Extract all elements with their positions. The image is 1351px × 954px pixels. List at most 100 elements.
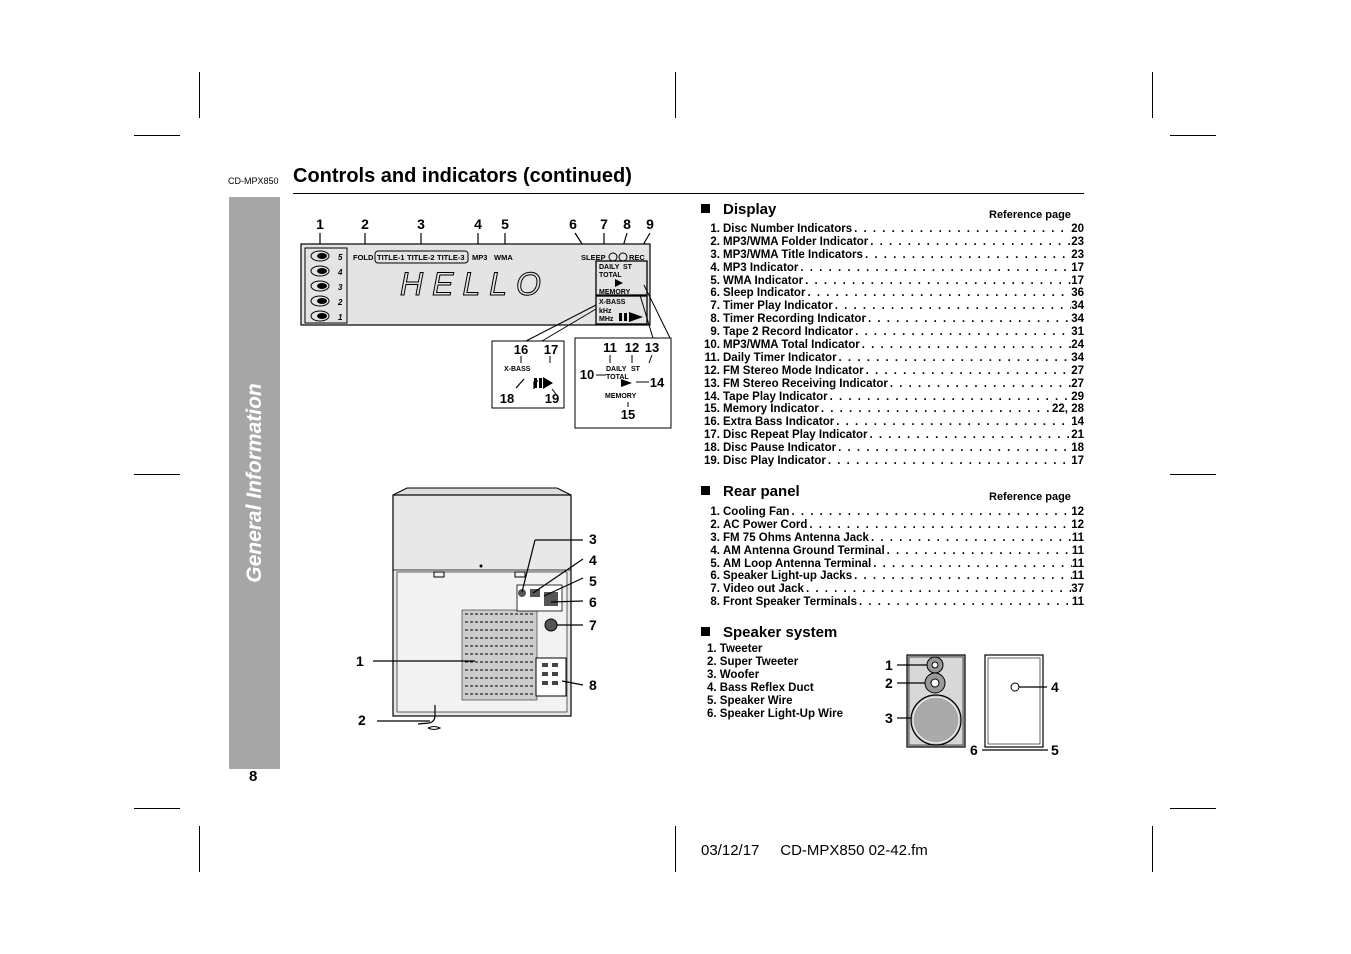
reference-page: 12: [1071, 506, 1084, 518]
reference-page: 36: [1071, 287, 1084, 300]
rec-indicator: REC: [629, 253, 645, 262]
title-2-indicator: TITLE-2: [407, 253, 435, 262]
callout-17: 17: [544, 342, 558, 357]
callout-14: 14: [650, 375, 665, 390]
item-label: Disc Pause Indicator: [723, 442, 837, 455]
rear-panel-heading: Rear panel: [701, 483, 800, 500]
rear-panel-list: 1.Cooling Fan122.AC Power Cord123.FM 75 …: [700, 506, 1084, 609]
speaker-heading: Speaker system: [701, 624, 837, 641]
item-label: AM Loop Antenna Terminal: [723, 557, 872, 570]
mp3-indicator: MP3: [472, 253, 487, 262]
item-number: 15.: [704, 403, 720, 416]
list-item: 5.WMA Indicator17: [700, 275, 1084, 288]
zoom-xbass-label: X-BASS: [504, 366, 531, 373]
reference-page: 23: [1071, 248, 1084, 261]
rear-callout-1: 1: [356, 653, 364, 669]
item-label: Timer Recording Indicator: [723, 313, 866, 326]
callout-12: 12: [625, 340, 639, 355]
title-rule: [293, 193, 1084, 194]
reference-page: 31: [1071, 326, 1084, 339]
video-out-jack: [544, 618, 558, 632]
item-number: 7.: [710, 583, 720, 596]
khz-indicator: kHz: [599, 308, 612, 315]
reference-page: 22, 28: [1052, 403, 1084, 416]
item-number: 6.: [710, 570, 720, 583]
list-item: 9.Tape 2 Record Indicator31: [700, 326, 1084, 339]
leader-dots: [871, 558, 1072, 571]
sidebar: General Information: [229, 197, 280, 769]
leader-dots: [864, 365, 1072, 378]
fold-indicator: FOLD: [353, 253, 374, 262]
speaker-diagram: 1 2 3 4 5 6: [885, 654, 1059, 758]
reference-page: 12: [1071, 518, 1084, 531]
disc-indicator: 2: [310, 295, 343, 307]
list-item: 6. Speaker Light-Up Wire: [707, 707, 844, 720]
leader-dots: [857, 596, 1072, 609]
bass-reflex-duct: [1010, 682, 1020, 692]
item-label: FM 75 Ohms Antenna Jack: [723, 531, 869, 544]
list-item: 4.AM Antenna Ground Terminal11: [700, 545, 1084, 558]
lcd-text: HELLO: [400, 266, 550, 302]
list-item: 14.Tape Play Indicator29: [700, 391, 1084, 404]
leader-dots: [852, 223, 1071, 236]
reference-page: 11: [1071, 531, 1084, 544]
item-label: MP3 Indicator: [723, 261, 799, 274]
reference-page: 11: [1071, 544, 1084, 557]
item-number: 3.: [710, 531, 720, 544]
reference-page: 11: [1071, 570, 1084, 583]
svg-text:1: 1: [338, 313, 343, 322]
item-number: 10.: [704, 339, 720, 352]
item-label: FM Stereo Receiving Indicator: [723, 377, 888, 390]
zoom-daily-label: DAILY: [606, 366, 627, 373]
list-item: 6.Sleep Indicator36: [700, 287, 1084, 300]
item-number: 4.: [710, 261, 720, 274]
reference-page: 14: [1071, 416, 1084, 429]
callout-8: 8: [623, 216, 631, 232]
list-item: 2.AC Power Cord 12: [700, 519, 1084, 532]
item-label: Memory Indicator: [723, 403, 819, 416]
item-number: 2.: [710, 518, 720, 531]
speaker-terminals: [535, 657, 567, 697]
reference-page: 18: [1071, 442, 1084, 455]
xbass-indicator: X-BASS: [599, 299, 626, 306]
svg-text:4: 4: [337, 268, 343, 277]
footer-filename: CD-MPX850 02-42.fm: [780, 842, 928, 859]
leader-dots: [836, 442, 1071, 455]
page-title: Controls and indicators (continued): [293, 165, 632, 187]
list-item: 16.Extra Bass Indicator14: [700, 416, 1084, 429]
page-number: 8: [249, 768, 258, 785]
daily-indicator: DAILY: [599, 264, 620, 271]
woofer: [910, 694, 962, 746]
item-number: 6.: [710, 287, 720, 300]
footer: 03/12/17 CD-MPX850 02-42.fm: [701, 842, 928, 859]
item-label: Tape 2 Record Indicator: [723, 326, 854, 339]
disc-play-icon: [629, 312, 643, 322]
callout-13: 13: [645, 340, 659, 355]
leader-dots: [853, 326, 1071, 339]
st-indicator: ST: [623, 264, 633, 271]
item-number: 5.: [710, 274, 720, 287]
leader-dots: [837, 352, 1072, 365]
callout-2: 2: [361, 216, 369, 232]
callout-19: 19: [545, 391, 559, 406]
item-number: 4.: [710, 544, 720, 557]
list-item: 3.MP3/WMA Title Indicators23: [700, 249, 1084, 262]
speaker-list: 1. Tweeter 2. Super Tweeter 3. Woofer 4.…: [707, 643, 843, 720]
leader-dots: [803, 275, 1071, 288]
list-item: 8.Timer Recording Indicator34: [700, 313, 1084, 326]
list-item: 13.FM Stereo Receiving Indicator27: [700, 378, 1084, 391]
item-number: 12.: [704, 364, 720, 377]
item-label: Speaker Light-up Jacks: [723, 570, 853, 583]
list-item: 2.MP3/WMA Folder Indicator23: [700, 236, 1084, 249]
item-label: AC Power Cord: [723, 518, 808, 531]
tape-play-icon: [615, 279, 623, 287]
crop-mark: [134, 474, 180, 475]
item-label: MP3/WMA Folder Indicator: [723, 235, 869, 248]
callout-5: 5: [501, 216, 509, 232]
display-list: 1.Disc Number Indicators202.MP3/WMA Fold…: [700, 223, 1084, 468]
crop-mark: [134, 808, 180, 809]
item-label: Front Speaker Terminals: [723, 596, 857, 609]
callout-1: 1: [316, 216, 324, 232]
item-number: 2.: [710, 235, 720, 248]
speaker-callout-4: 4: [1051, 679, 1059, 695]
